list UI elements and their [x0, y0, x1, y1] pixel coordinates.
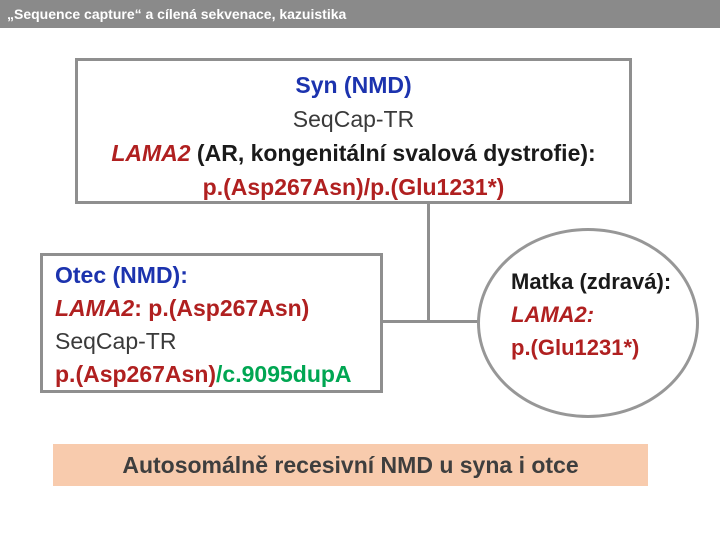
son-gene-line: LAMA2 (AR, kongenitální svalová dystrofi…: [78, 136, 629, 170]
slide-title: „Sequence capture“ a cílená sekvenace, k…: [7, 6, 347, 22]
father-title: Otec (NMD):: [55, 262, 188, 288]
son-gene: LAMA2: [111, 140, 191, 166]
father-variants-line: p.(Asp267Asn)/c.9095dupA: [55, 358, 380, 391]
mother-title: Matka (zdravá):: [511, 269, 672, 294]
father-box: Otec (NMD): LAMA2: p.(Asp267Asn) SeqCap-…: [40, 253, 383, 393]
mother-ellipse: Matka (zdravá): LAMA2: p.(Glu1231*): [477, 228, 699, 418]
father-gene-line: LAMA2: p.(Asp267Asn): [55, 292, 380, 325]
father-variant-red: p.(Asp267Asn): [55, 361, 217, 387]
mother-variant: p.(Glu1231*): [511, 335, 640, 360]
father-gene-variant: : p.(Asp267Asn): [134, 295, 310, 321]
connector-vertical-line: [427, 204, 430, 323]
father-variant-green: /c.9095dupA: [216, 361, 352, 387]
father-method: SeqCap-TR: [55, 328, 177, 354]
conclusion-banner: Autosomálně recesivní NMD u syna i otce: [53, 444, 648, 486]
son-title: Syn (NMD): [295, 72, 412, 98]
son-box: Syn (NMD) SeqCap-TR LAMA2 (AR, kongenitá…: [75, 58, 632, 204]
mother-gene: LAMA2:: [511, 302, 595, 327]
conclusion-text: Autosomálně recesivní NMD u syna i otce: [122, 452, 579, 478]
father-gene: LAMA2: [55, 295, 135, 321]
slide-title-bar: „Sequence capture“ a cílená sekvenace, k…: [0, 0, 720, 28]
connector-horizontal-line: [383, 320, 479, 323]
son-gene-desc: (AR, kongenitální svalová dystrofie):: [190, 140, 596, 166]
son-variants: p.(Asp267Asn)/p.(Glu1231*): [202, 174, 505, 200]
son-method: SeqCap-TR: [292, 106, 415, 132]
